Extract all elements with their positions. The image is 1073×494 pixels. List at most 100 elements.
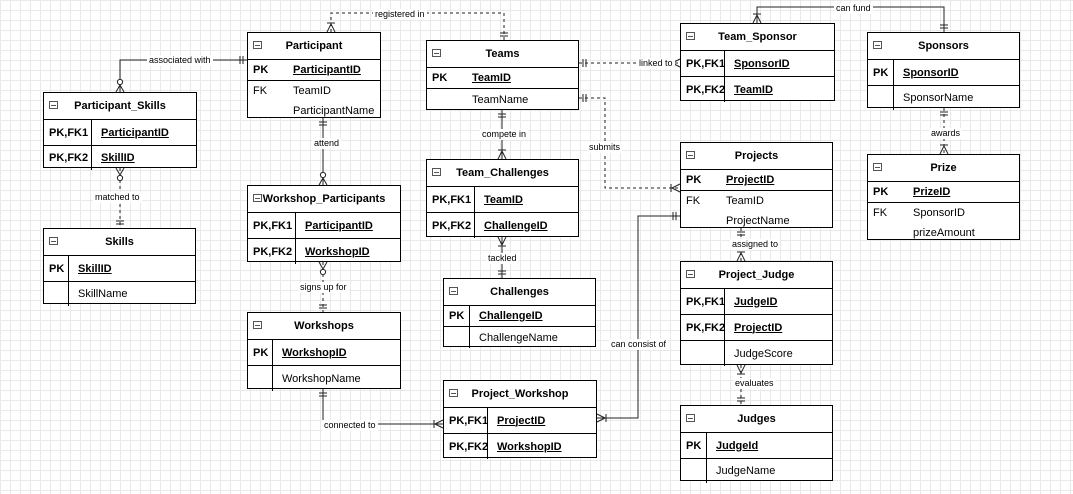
- relationship-edge-awards[interactable]: [939, 108, 949, 155]
- collapse-icon[interactable]: [49, 101, 58, 109]
- relationship-edge-registered-in[interactable]: [326, 12, 508, 40]
- attribute-row: TeamName: [427, 89, 578, 110]
- relationship-label-assigned-to: assigned to: [730, 239, 781, 250]
- attribute-name: ChallengeID: [484, 219, 548, 232]
- collapse-icon[interactable]: [253, 41, 262, 49]
- relationship-edge-assigned-to[interactable]: [736, 228, 746, 262]
- attribute-row: ChallengeName: [444, 327, 595, 348]
- attribute-row: PK,FK1 ParticipantID: [248, 213, 400, 239]
- collapse-icon[interactable]: [253, 321, 262, 329]
- relationship-edge-submits[interactable]: [579, 94, 681, 193]
- collapse-icon[interactable]: [686, 151, 695, 159]
- key-label: PK,FK1: [427, 187, 475, 212]
- key-label: [681, 459, 707, 483]
- collapse-icon[interactable]: [49, 237, 58, 245]
- attribute-name: ChallengeName: [479, 331, 558, 344]
- relationship-label-associated-with: associated with: [147, 55, 213, 66]
- attribute-name: WorkshopID: [282, 346, 347, 359]
- collapse-icon[interactable]: [449, 389, 458, 397]
- collapse-icon[interactable]: [432, 168, 441, 176]
- entity-header: Projects: [681, 143, 832, 170]
- key-label: FK: [873, 207, 888, 219]
- attribute-name: ParticipantID: [305, 219, 373, 232]
- entity-header: Challenges: [444, 279, 595, 306]
- entity-header: Workshop_Participants: [248, 186, 400, 213]
- key-label: [681, 211, 717, 231]
- attribute-row: JudgeName: [681, 459, 832, 483]
- relationship-label-matched-to: matched to: [93, 192, 142, 203]
- collapse-icon[interactable]: [686, 270, 695, 278]
- attribute-row: FK SponsorID: [868, 203, 1019, 223]
- entity-title: Participant_Skills: [74, 100, 166, 112]
- collapse-icon[interactable]: [873, 163, 882, 171]
- attribute-name: PrizeID: [913, 186, 951, 198]
- key-label: [681, 341, 725, 366]
- key-label: PK: [868, 60, 894, 85]
- relationship-label-connected-to: connected to: [322, 420, 378, 431]
- relationship-label-linked-to: linked to: [637, 58, 675, 69]
- entity-title: Team_Sponsor: [718, 31, 797, 43]
- attribute-name: SponsorID: [903, 66, 959, 79]
- relationship-label-signs-up-for: signs up for: [298, 282, 349, 293]
- attribute-name: WorkshopID: [497, 440, 562, 453]
- attribute-name: JudgeId: [716, 439, 759, 452]
- attribute-row: ProjectName: [681, 211, 832, 231]
- entity-title: Project_Workshop: [471, 388, 569, 400]
- key-label: PK: [253, 64, 269, 76]
- attribute-name: ParticipantID: [293, 64, 361, 76]
- relationship-edge-attend[interactable]: [318, 118, 328, 186]
- entity-title: Projects: [734, 150, 779, 162]
- entity-header: Skills: [44, 229, 195, 256]
- attribute-name: SponsorID: [913, 207, 965, 219]
- relationship-label-attend: attend: [312, 138, 342, 149]
- attribute-name: prizeAmount: [913, 227, 975, 239]
- relationship-label-can-consist-of: can consist of: [609, 339, 669, 350]
- attribute-name: ProjectID: [497, 414, 546, 427]
- attribute-name: TeamID: [293, 85, 331, 97]
- attribute-row: WorkshopName: [248, 366, 400, 391]
- relationship-label-registered-in: registered in: [373, 9, 427, 20]
- key-label: PK,FK1: [248, 213, 296, 238]
- relationship-label-can-fund: can fund: [834, 3, 873, 14]
- entity-title: Prize: [930, 162, 957, 174]
- attribute-name: TeamID: [472, 72, 511, 84]
- entity-title: Challenges: [490, 286, 549, 298]
- collapse-icon[interactable]: [253, 194, 262, 202]
- key-label: PK,FK2: [248, 239, 296, 264]
- attribute-name: JudgeID: [734, 295, 778, 308]
- attribute-row: PK SponsorID: [868, 60, 1019, 86]
- entity-header: Team_Sponsor: [681, 24, 834, 51]
- collapse-icon[interactable]: [449, 287, 458, 295]
- collapse-icon[interactable]: [686, 32, 695, 40]
- relationship-edge-can-consist-of[interactable]: [596, 212, 680, 423]
- collapse-icon[interactable]: [873, 41, 882, 49]
- attribute-row: PK ParticipantID: [248, 60, 380, 81]
- collapse-icon[interactable]: [686, 414, 695, 422]
- collapse-icon[interactable]: [432, 49, 441, 57]
- relationship-label-awards: awards: [929, 128, 963, 139]
- entity-workshop-participants[interactable]: Workshop_Participants PK,FK1 ParticipantI…: [247, 185, 401, 264]
- entity-title: Judges: [737, 413, 776, 425]
- entity-header: Participant_Skills: [44, 93, 196, 120]
